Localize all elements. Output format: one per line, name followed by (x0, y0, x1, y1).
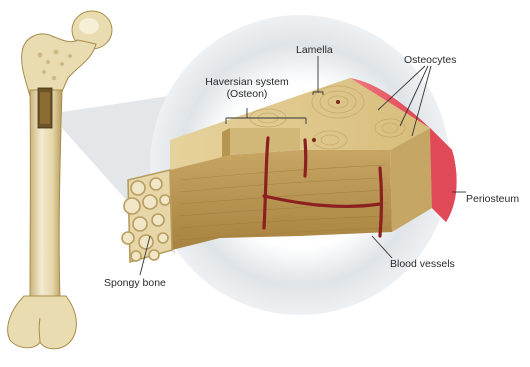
femur-bone (8, 11, 112, 349)
haversian-system-label: Haversian system (Osteon) (183, 76, 311, 100)
lamella-label: Lamella (296, 44, 333, 56)
haversian-system-line1: Haversian system (183, 76, 311, 88)
blood-vessels-label: Blood vessels (390, 258, 455, 270)
osteocytes-label: Osteocytes (404, 54, 457, 66)
periosteum-label: Periosteum (466, 193, 519, 205)
spongy-bone-label: Spongy bone (104, 277, 166, 289)
haversian-system-line2: (Osteon) (183, 88, 311, 100)
